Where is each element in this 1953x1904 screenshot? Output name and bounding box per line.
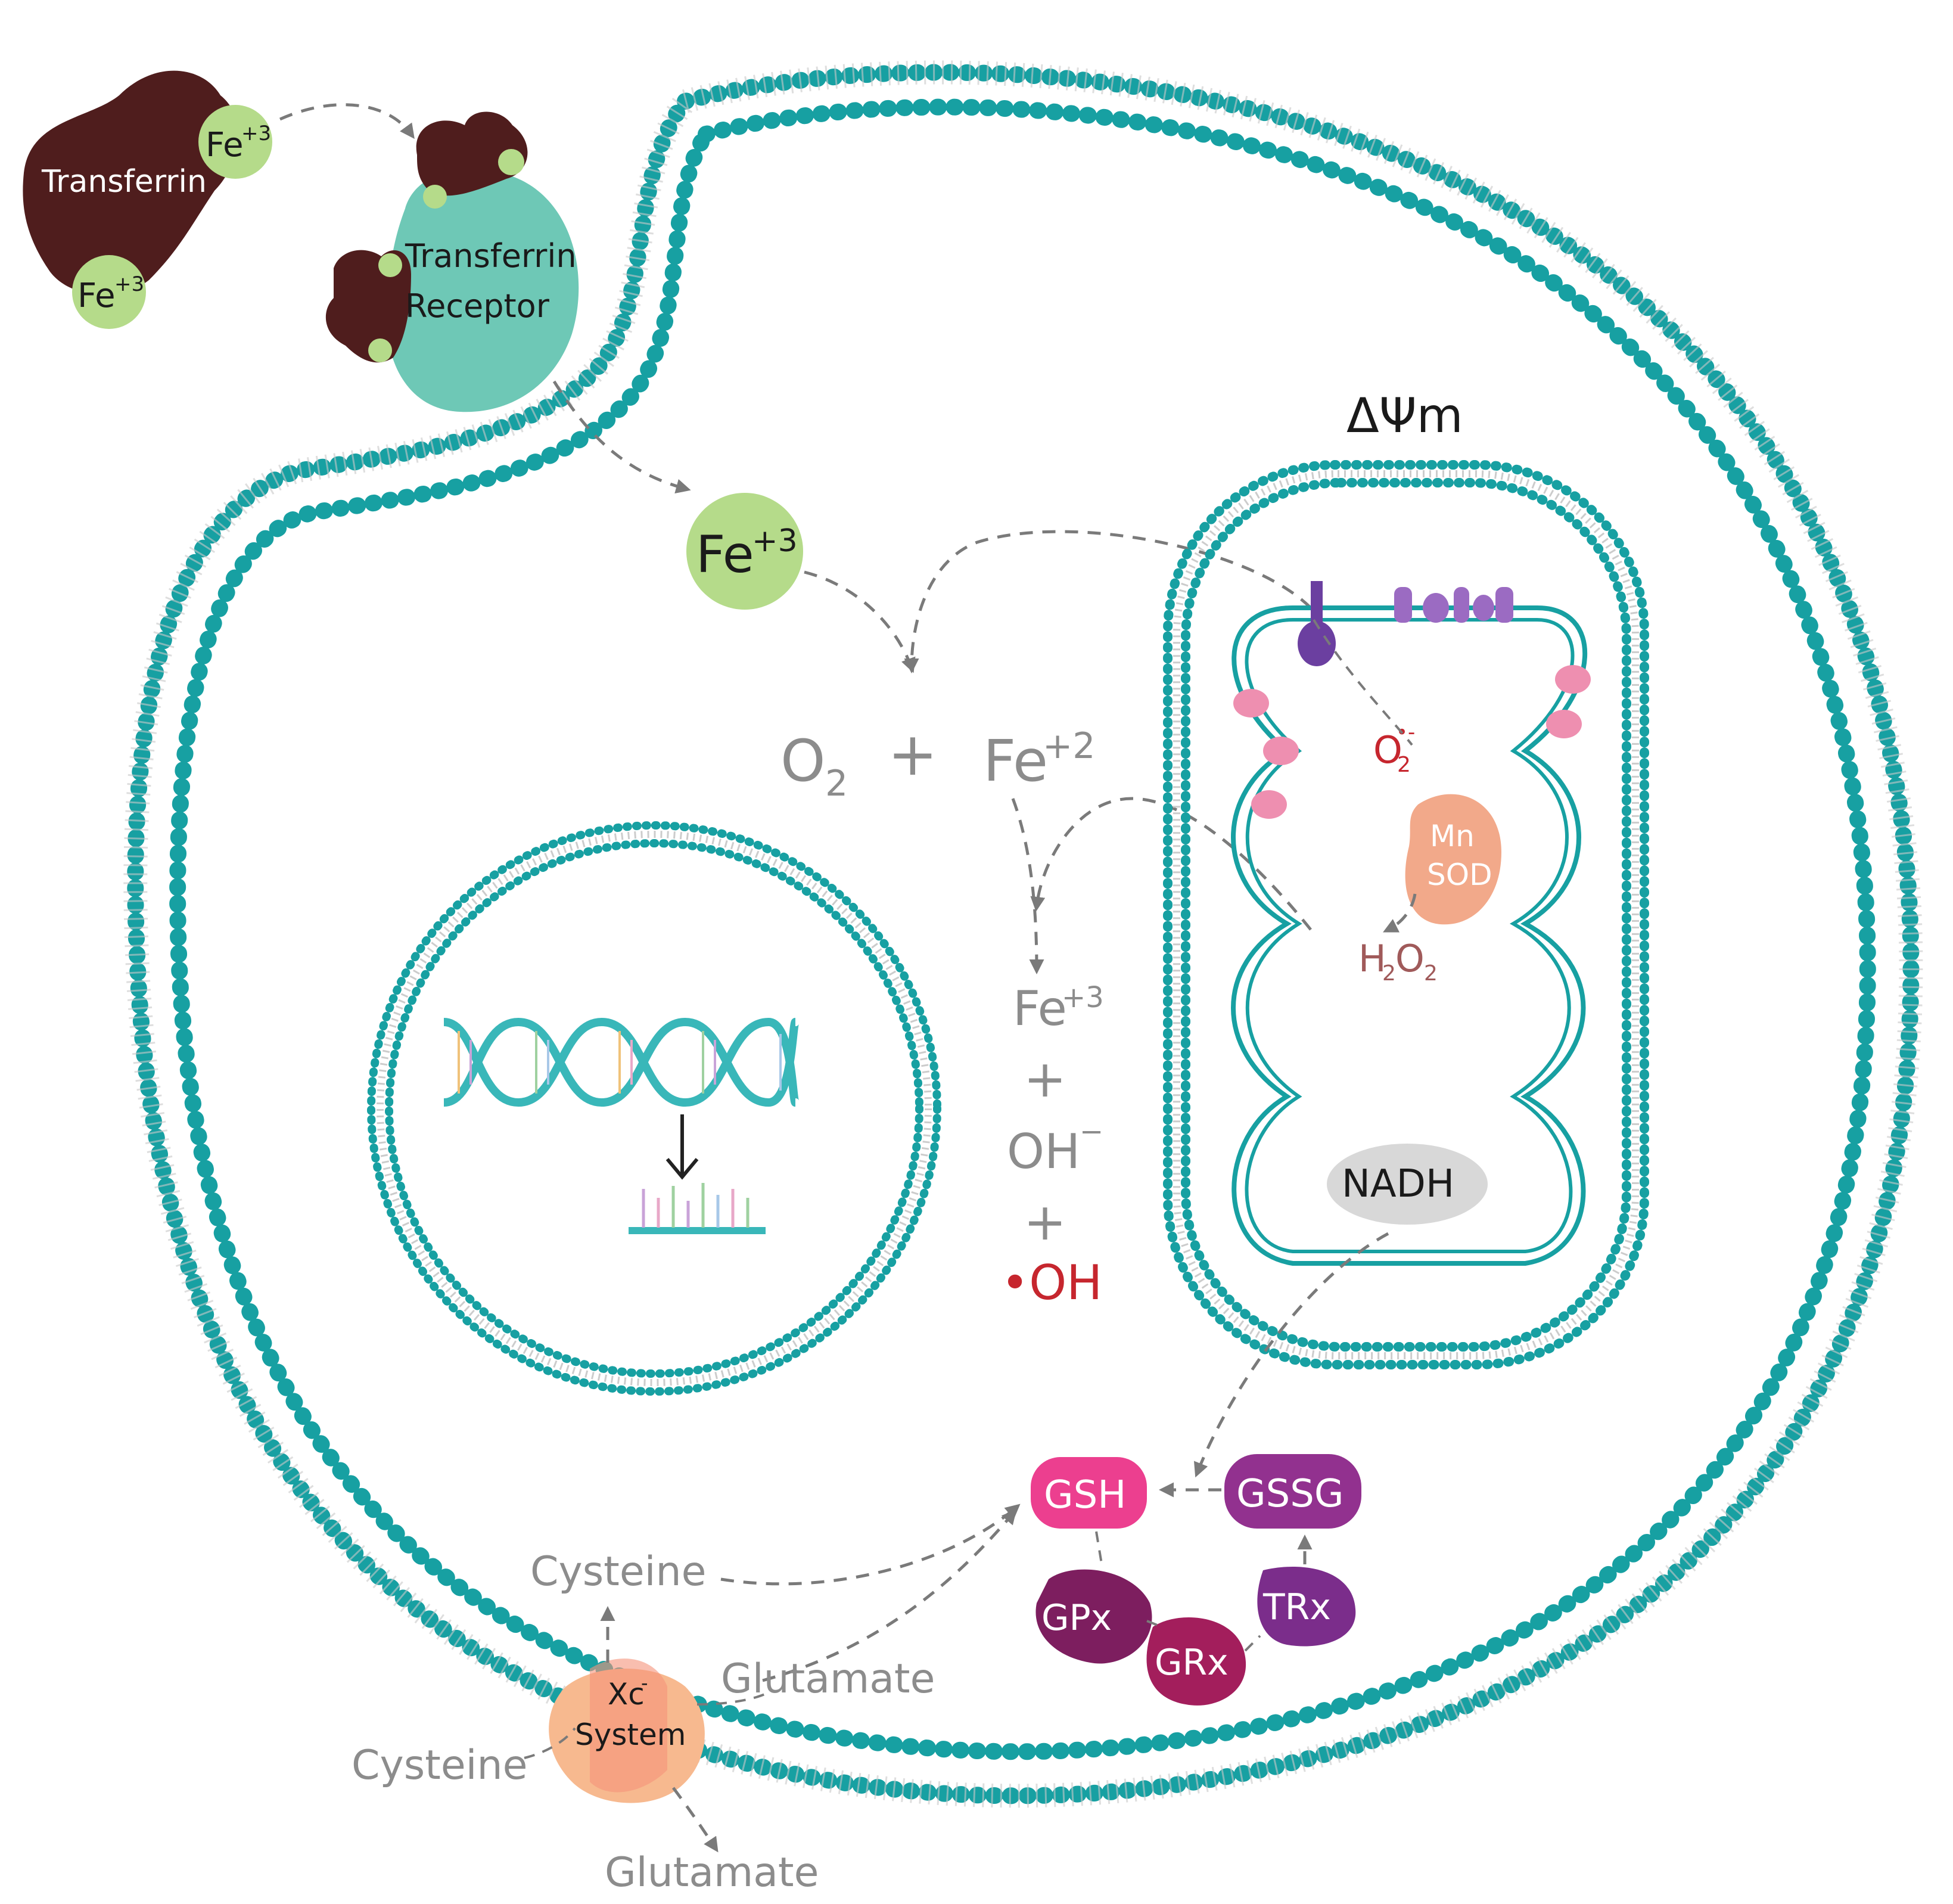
ferric-product-charge: +3 bbox=[1062, 981, 1104, 1014]
arrow-cysteine-to-gsh bbox=[720, 1504, 1021, 1586]
xc-charge: - bbox=[641, 1672, 648, 1694]
ferrous-charge: +2 bbox=[1043, 725, 1095, 767]
arrow-xc-to-glutamate-out bbox=[671, 1787, 719, 1853]
hydroxyl-radical-label: •OH bbox=[1001, 1255, 1102, 1310]
dna-helix bbox=[443, 1017, 800, 1107]
glutamate-intracellular-label: Glutamate bbox=[721, 1655, 935, 1703]
hydrogen-peroxide-label: H 2 O 2 bbox=[1358, 937, 1438, 986]
inner-membrane-cristae bbox=[1231, 605, 1588, 1266]
arrow-mnsod-to-h2o2 bbox=[1383, 893, 1417, 933]
ferric-product-label: Fe bbox=[1013, 981, 1067, 1036]
transferrin-receptor: Transferrin Receptor bbox=[325, 111, 579, 412]
arrow-h2o2-to-products bbox=[1030, 797, 1312, 931]
transcription-arrow bbox=[665, 1114, 699, 1180]
ferrous-label: Fe bbox=[983, 728, 1048, 794]
nucleus bbox=[367, 821, 941, 1396]
iron-ion-a bbox=[198, 105, 272, 179]
glutathione-system: GSH GSSG GPx GRx TRx bbox=[1031, 1454, 1361, 1706]
cysteine-extracellular-label: Cysteine bbox=[352, 1742, 527, 1789]
iron-charge-a: +3 bbox=[241, 122, 271, 145]
nadh-label: NADH bbox=[1342, 1162, 1454, 1206]
fenton-reaction: O 2 + Fe +2 Fe +3 + OH − + •OH bbox=[780, 719, 1104, 1310]
glutamate-extracellular-label: Glutamate bbox=[605, 1849, 819, 1896]
bound-transferrin-top bbox=[416, 111, 528, 196]
arrow-iron-to-reaction bbox=[804, 570, 916, 673]
superoxide-charge: •- bbox=[1396, 720, 1415, 744]
iron-ion-b bbox=[72, 255, 146, 329]
gsh-node bbox=[1031, 1457, 1147, 1529]
iron-label-a: Fe bbox=[206, 126, 244, 164]
arrow-transferrin-to-receptor bbox=[279, 103, 415, 139]
mrna-strand bbox=[629, 1183, 766, 1234]
oxygen-subscript: 2 bbox=[825, 763, 848, 805]
superoxide-subscript: 2 bbox=[1397, 753, 1411, 777]
pink-channels bbox=[1233, 665, 1591, 819]
arrow-fe2-to-products bbox=[1011, 798, 1044, 974]
gpx-node bbox=[1035, 1569, 1152, 1664]
svg-text:Fe: Fe bbox=[696, 525, 754, 585]
svg-text:2: 2 bbox=[1424, 961, 1438, 986]
bound-transferrin-side bbox=[325, 250, 411, 363]
trx-node bbox=[1257, 1566, 1356, 1647]
mnsod-enzyme bbox=[1405, 794, 1501, 925]
svg-text:GSH: GSH bbox=[1044, 1473, 1126, 1517]
cysteine-intracellular-label: Cysteine bbox=[530, 1548, 706, 1595]
transferrin-protein bbox=[23, 70, 238, 295]
svg-text:TRx: TRx bbox=[1262, 1586, 1331, 1628]
plus-sign-2: + bbox=[1024, 1049, 1066, 1109]
svg-text:2: 2 bbox=[1382, 961, 1396, 986]
transferrin-label: Transferrin bbox=[41, 164, 207, 200]
nadh-oval bbox=[1327, 1144, 1488, 1225]
grx-node bbox=[1146, 1617, 1246, 1706]
svg-text:H: H bbox=[1358, 937, 1386, 980]
plus-sign-1: + bbox=[888, 719, 938, 789]
xc-label: Xc bbox=[608, 1677, 645, 1712]
gssg-node bbox=[1224, 1454, 1361, 1529]
svg-text:GRx: GRx bbox=[1155, 1642, 1229, 1684]
xc-system-transporter: Xc - System bbox=[549, 1658, 705, 1803]
arrow-receptor-to-iron bbox=[552, 380, 691, 494]
receptor-label-1: Transferrin bbox=[405, 237, 577, 275]
membrane-potential-label: ΔΨm bbox=[1346, 388, 1463, 443]
xc-system-label: System bbox=[575, 1717, 686, 1752]
hydroxide-charge: − bbox=[1080, 1115, 1103, 1148]
electron-transport-proteins bbox=[1298, 581, 1513, 666]
mnsod-label-1: Mn bbox=[1430, 819, 1475, 853]
receptor-body bbox=[386, 169, 579, 412]
arrow-loop-to-reaction bbox=[904, 530, 1312, 673]
mitochondrion: ΔΨm O 2 •- Mn SOD H 2 O 2 bbox=[1163, 388, 1649, 1369]
superoxide-label: O bbox=[1373, 728, 1402, 772]
svg-text:O: O bbox=[1395, 937, 1425, 980]
svg-text:+3: +3 bbox=[752, 523, 798, 559]
iron-label-b: Fe bbox=[77, 277, 116, 315]
iron-charge-b: +3 bbox=[114, 272, 144, 296]
receptor-label-2: Receptor bbox=[405, 287, 550, 325]
oxygen-label: O bbox=[780, 728, 826, 794]
cell-membrane bbox=[123, 60, 1923, 1808]
mnsod-label-2: SOD bbox=[1427, 858, 1492, 892]
hydroxide-label: OH bbox=[1007, 1124, 1080, 1179]
transferrin-complex: Transferrin Fe +3 Fe +3 bbox=[23, 70, 272, 329]
free-iron-ion: Fe +3 bbox=[686, 493, 803, 610]
arrow-superoxide-to-mnsod bbox=[1313, 619, 1413, 746]
svg-text:GSSG: GSSG bbox=[1236, 1472, 1344, 1516]
plus-sign-3: + bbox=[1024, 1192, 1066, 1252]
svg-text:GPx: GPx bbox=[1041, 1597, 1112, 1639]
